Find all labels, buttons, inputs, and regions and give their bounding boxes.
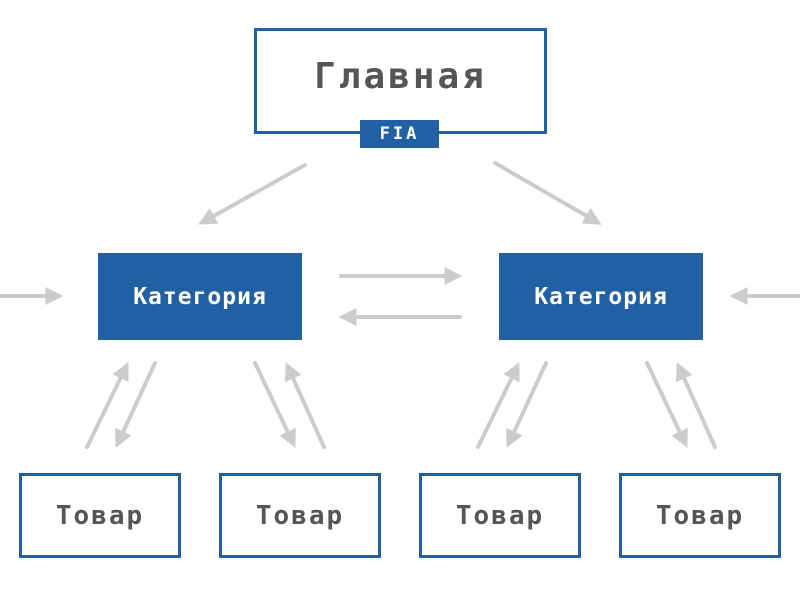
product-node-2: Товар <box>219 473 381 558</box>
arrow-product-3-to-right-category <box>476 362 520 449</box>
arrow-product-4-to-right-category <box>675 362 717 449</box>
home-node: Главная <box>254 28 547 134</box>
product-node-3: Товар <box>419 473 581 558</box>
category-node-right: Категория <box>499 253 703 340</box>
product-label: Товар <box>455 500 545 531</box>
product-node-1: Товар <box>19 473 181 558</box>
home-label: Главная <box>314 55 487 97</box>
category-label: Категория <box>133 283 267 310</box>
category-node-left: Категория <box>98 253 302 340</box>
arrow-left-category-to-product-1 <box>115 361 157 448</box>
home-badge-label: FIA <box>379 124 420 144</box>
arrow-right-category-to-product-4 <box>645 361 688 448</box>
category-label: Категория <box>534 283 668 310</box>
arrow-product-1-to-left-category <box>85 362 129 449</box>
product-label: Товар <box>255 500 345 531</box>
product-label: Товар <box>55 500 145 531</box>
home-badge: FIA <box>360 120 439 148</box>
arrow-product-2-to-left-category <box>284 362 326 449</box>
product-node-4: Товар <box>619 473 781 558</box>
arrow-home-to-right-category <box>493 161 602 225</box>
arrow-right-category-to-product-3 <box>506 361 548 448</box>
arrow-home-to-left-category <box>198 163 307 225</box>
product-label: Товар <box>655 500 745 531</box>
arrow-left-category-to-product-2 <box>253 361 296 448</box>
